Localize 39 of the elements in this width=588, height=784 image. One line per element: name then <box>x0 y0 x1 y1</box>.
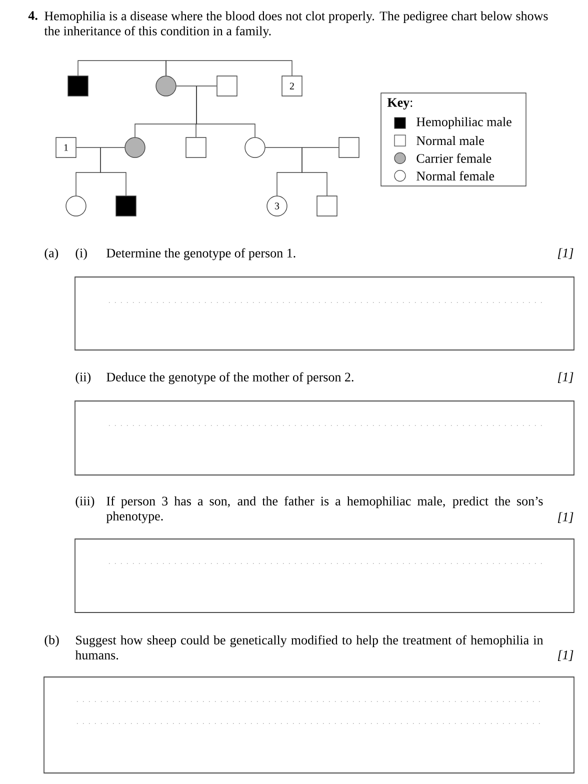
part-label: (a) <box>44 248 58 260</box>
marks-label: [1] <box>558 512 574 523</box>
numbered-person-square: 2 <box>282 76 302 96</box>
pedigree-line <box>196 86 256 138</box>
subpart-label: (iii) <box>76 496 94 508</box>
person-circle <box>244 137 266 158</box>
person-square <box>338 137 360 158</box>
person-circle <box>66 196 86 216</box>
numbered-person-square: 1 <box>56 137 76 158</box>
person-square <box>68 76 88 96</box>
question-text: Deduce the genotype of the mother of person 2. <box>106 372 354 384</box>
question-text: If person 3 has a son, and the father is a hemophiliac male, predict the son’s phenotype. <box>106 496 543 524</box>
person-square <box>316 196 338 216</box>
person-square <box>186 137 206 158</box>
legend-text: Normal male <box>416 136 484 146</box>
pedigree-line <box>76 147 125 148</box>
question-text: Hemophilia is a disease where the blood does not clot properly. The pedigree chart below shows the inheritance of this condition in a family. <box>44 11 548 38</box>
person-square <box>216 76 238 96</box>
subpart-label: (i) <box>76 248 87 260</box>
question-number: 4. <box>28 11 38 20</box>
pedigree-line <box>78 60 166 76</box>
person-circle <box>124 137 146 158</box>
marks-label: [1] <box>558 372 574 383</box>
legend-text: Normal female <box>416 171 494 180</box>
pedigree-line <box>100 147 126 196</box>
pedigree-line <box>265 147 339 148</box>
question-text: Determine the genotype of person 1. <box>106 248 296 260</box>
part-label: (b) <box>44 635 59 647</box>
person-square <box>116 196 136 216</box>
pedigree-line <box>166 60 292 76</box>
key-heading: Key: <box>387 98 412 110</box>
legend-text: Hemophiliac male <box>416 117 512 129</box>
person-circle <box>156 76 176 96</box>
marks-label: [1] <box>558 650 574 661</box>
pedigree-line <box>302 147 328 196</box>
subpart-label: (ii) <box>76 372 91 384</box>
legend-text: Carrier female <box>416 154 492 163</box>
marks-label: [1] <box>558 248 574 259</box>
question-text: Suggest how sheep could be genetically modified to help the treatment of hemophilia in humans. <box>75 635 544 660</box>
